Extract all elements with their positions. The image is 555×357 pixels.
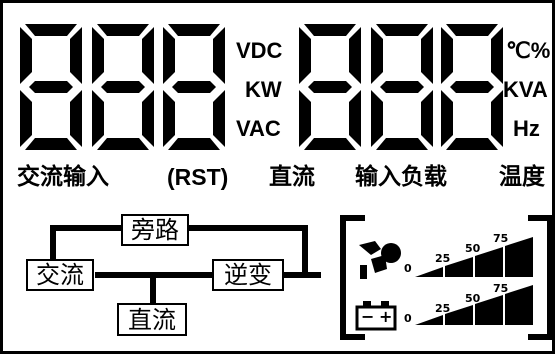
segment-e bbox=[441, 90, 453, 147]
segment-a bbox=[25, 24, 77, 36]
load-tick-25: 25 bbox=[435, 252, 451, 265]
flow-box-dc: 直流 bbox=[117, 303, 187, 336]
load-tick-0: 0 bbox=[404, 262, 412, 275]
segment-g bbox=[29, 81, 73, 93]
digit-right-2 bbox=[371, 24, 433, 150]
segment-b bbox=[142, 27, 154, 84]
segment-b bbox=[213, 27, 225, 84]
digit-right-1 bbox=[299, 24, 361, 150]
load-bar-seg-1 bbox=[415, 267, 443, 277]
battery-tick-75: 75 bbox=[493, 282, 509, 295]
segment-d bbox=[376, 138, 428, 150]
segment-d bbox=[446, 138, 498, 150]
unit-vac: VAC bbox=[236, 116, 281, 141]
segment-g bbox=[101, 81, 145, 93]
segment-d bbox=[304, 138, 356, 150]
bar-frame bbox=[340, 215, 553, 340]
digit-left-1 bbox=[20, 24, 82, 150]
segment-e bbox=[371, 90, 383, 147]
label-rst: (RST) bbox=[167, 164, 229, 190]
segment-f bbox=[441, 27, 453, 84]
segment-a bbox=[97, 24, 149, 36]
segment-c bbox=[421, 90, 433, 147]
unit-temp-percent: ℃% bbox=[506, 38, 551, 63]
battery-bar-seg-3 bbox=[475, 295, 503, 325]
segment-e bbox=[20, 90, 32, 147]
segment-a bbox=[446, 24, 498, 36]
segment-f bbox=[92, 27, 104, 84]
segment-g bbox=[172, 81, 216, 93]
segment-a bbox=[376, 24, 428, 36]
label-ac-input: 交流输入 bbox=[17, 164, 109, 190]
label-dc: 直流 bbox=[269, 164, 315, 190]
segment-b bbox=[70, 27, 82, 84]
battery-tick-50: 50 bbox=[465, 292, 481, 305]
flow-box-inverter: 逆变 bbox=[212, 259, 284, 291]
battery-bar-seg-2 bbox=[445, 305, 473, 325]
segment-d bbox=[97, 138, 149, 150]
segment-f bbox=[371, 27, 383, 84]
segment-g bbox=[380, 81, 424, 93]
unit-kw: KW bbox=[245, 77, 282, 102]
digit-left-2 bbox=[92, 24, 154, 150]
segment-c bbox=[491, 90, 503, 147]
segment-g bbox=[308, 81, 352, 93]
battery-bar-seg-4 bbox=[505, 285, 533, 325]
segment-a bbox=[168, 24, 220, 36]
load-bar-graph bbox=[415, 237, 533, 277]
load-icon bbox=[359, 241, 401, 279]
segment-c bbox=[70, 90, 82, 147]
battery-minus-sign: − bbox=[361, 307, 375, 326]
battery-tick-0: 0 bbox=[404, 312, 412, 325]
segment-e bbox=[92, 90, 104, 147]
segment-f bbox=[163, 27, 175, 84]
segment-f bbox=[20, 27, 32, 84]
flow-box-ac: 交流 bbox=[26, 259, 94, 291]
lcd-graphics bbox=[20, 24, 553, 340]
flow-box-bypass: 旁路 bbox=[121, 214, 189, 246]
segment-e bbox=[299, 90, 311, 147]
digit-left-3 bbox=[163, 24, 225, 150]
segment-b bbox=[421, 27, 433, 84]
load-bar-seg-3 bbox=[475, 247, 503, 277]
label-temperature: 温度 bbox=[499, 164, 545, 190]
segment-d bbox=[168, 138, 220, 150]
load-bar-seg-2 bbox=[445, 257, 473, 277]
battery-bar-graph bbox=[415, 285, 533, 325]
load-tick-50: 50 bbox=[465, 242, 481, 255]
battery-tick-25: 25 bbox=[435, 302, 451, 315]
label-input-load: 输入负载 bbox=[355, 164, 447, 190]
unit-kva: KVA bbox=[503, 77, 548, 102]
segment-c bbox=[142, 90, 154, 147]
segment-g bbox=[450, 81, 494, 93]
segment-d bbox=[25, 138, 77, 150]
segment-b bbox=[491, 27, 503, 84]
segment-a bbox=[304, 24, 356, 36]
digit-right-3 bbox=[441, 24, 503, 150]
segment-f bbox=[299, 27, 311, 84]
unit-hz: Hz bbox=[513, 116, 540, 141]
battery-plus-sign: + bbox=[379, 307, 393, 326]
segment-b bbox=[349, 27, 361, 84]
segment-c bbox=[349, 90, 361, 147]
load-bar-seg-4 bbox=[505, 237, 533, 277]
load-tick-75: 75 bbox=[493, 232, 509, 245]
unit-vdc: VDC bbox=[236, 38, 283, 63]
battery-bar-seg-1 bbox=[415, 315, 443, 325]
segment-c bbox=[213, 90, 225, 147]
battery-icon bbox=[355, 301, 397, 331]
segment-e bbox=[163, 90, 175, 147]
